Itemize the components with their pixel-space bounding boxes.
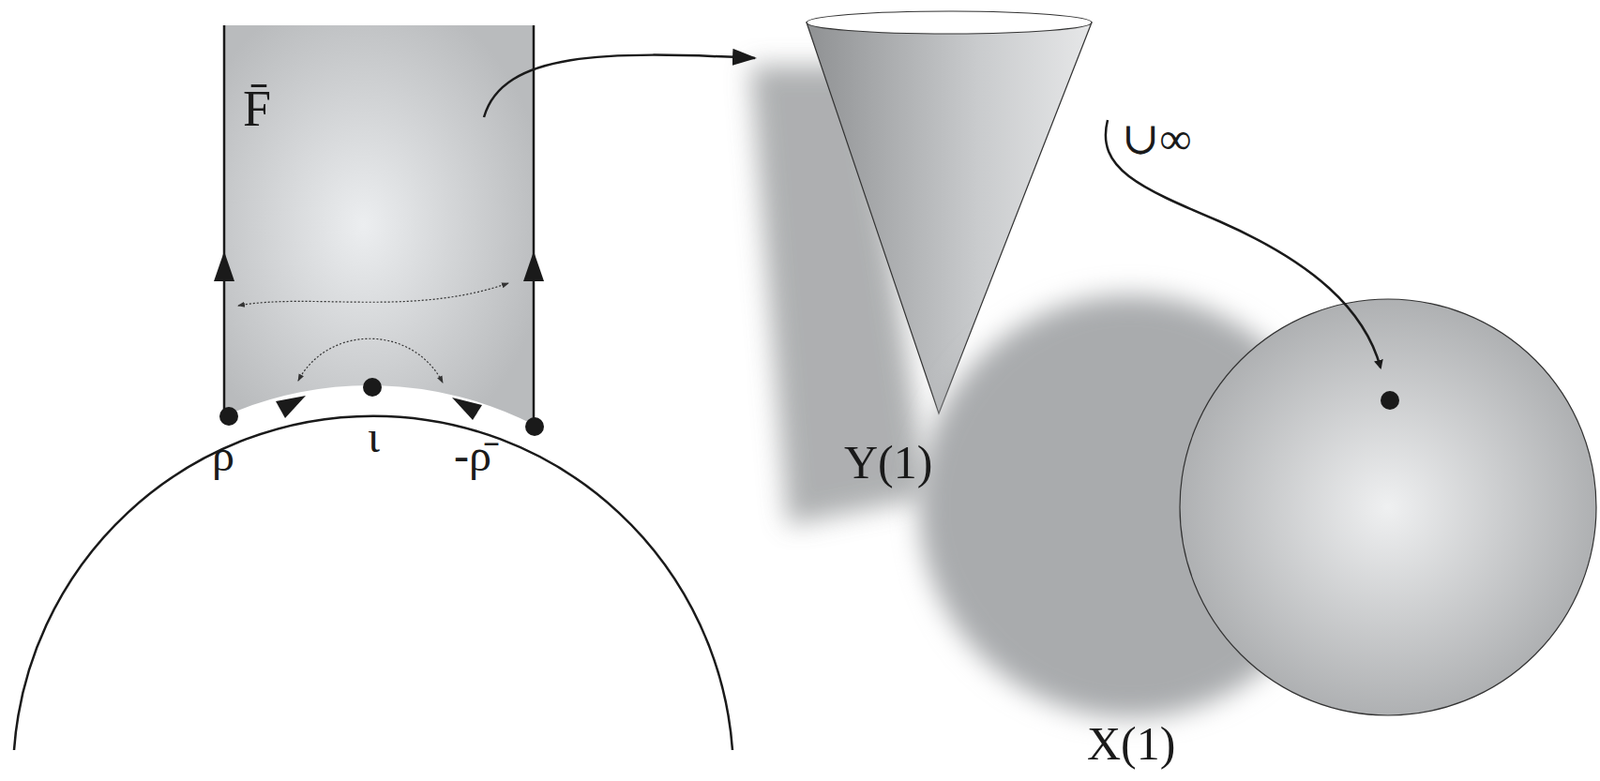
surface-label: Y(1) xyxy=(844,438,933,486)
point-i: ι xyxy=(367,414,380,460)
point-at-infinity: ∪∞ xyxy=(1121,116,1192,162)
map-arrow xyxy=(483,55,755,118)
point-minus-rho-bar: -ρ̄ xyxy=(453,433,492,479)
point-rho: ρ xyxy=(211,433,235,479)
sphere-surface: X(1) xyxy=(1078,290,1600,777)
cone-surface: Y(1) xyxy=(806,9,1098,505)
surface-label: X(1) xyxy=(1086,720,1176,768)
fundamental-domain: F̄ xyxy=(224,25,534,420)
surface-label: F̄ xyxy=(242,83,272,135)
